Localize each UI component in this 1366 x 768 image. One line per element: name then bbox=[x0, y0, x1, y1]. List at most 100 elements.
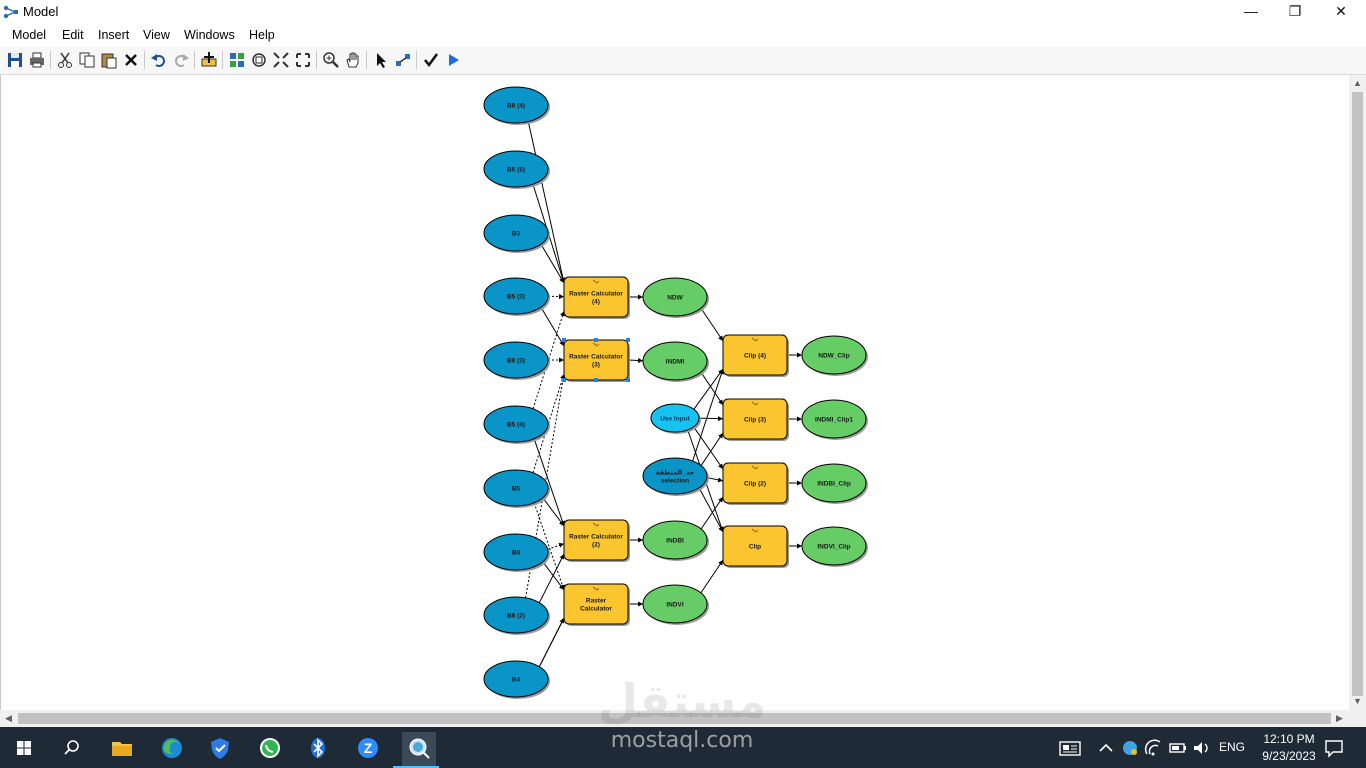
output-node-ndw[interactable]: NDW bbox=[642, 277, 709, 318]
menu-model[interactable]: Model bbox=[12, 28, 47, 42]
horizontal-scroll-thumb[interactable] bbox=[18, 713, 1331, 724]
cut-icon[interactable] bbox=[56, 51, 74, 69]
connector-selection-to-clip4[interactable] bbox=[692, 368, 724, 462]
output-node-ndw_clip[interactable]: NDW_Clip bbox=[801, 335, 868, 376]
input-node-b4[interactable]: B4 bbox=[483, 660, 550, 699]
clock-time[interactable]: 12:10 PM bbox=[1263, 732, 1315, 746]
redo-icon[interactable] bbox=[172, 51, 190, 69]
output-node-ndvi[interactable]: INDVI bbox=[642, 584, 709, 625]
input-node-b8_4[interactable]: B8 (4) bbox=[483, 86, 550, 125]
tool-node-rc2[interactable]: Raster Calculator(2) bbox=[563, 519, 630, 562]
delete-icon[interactable] bbox=[122, 51, 140, 69]
menu-windows[interactable]: Windows bbox=[184, 28, 235, 42]
connector-b8_4-to-rc4[interactable] bbox=[527, 121, 566, 284]
connector-b8-to-rc2[interactable] bbox=[547, 542, 565, 550]
input-node-b8_2[interactable]: B8 (2) bbox=[483, 596, 550, 635]
connector-ndmi-to-clip3[interactable] bbox=[700, 371, 724, 406]
connector-use_input-to-clip2[interactable] bbox=[693, 426, 724, 470]
selection-handle[interactable] bbox=[626, 378, 630, 382]
connect-icon[interactable] bbox=[394, 51, 412, 69]
connector-b5_3-to-rc3[interactable] bbox=[540, 306, 565, 347]
language-indicator[interactable]: ENG bbox=[1219, 740, 1246, 754]
output-node-ndmi_clip[interactable]: INDMI_Clip1 bbox=[801, 399, 868, 440]
battery-icon[interactable] bbox=[1164, 734, 1192, 762]
output-node-ndbi[interactable]: INDBI bbox=[642, 520, 709, 561]
output-node-ndmi[interactable]: INDMI bbox=[642, 341, 709, 382]
selection-handle[interactable] bbox=[594, 378, 598, 382]
menu-view[interactable]: View bbox=[143, 28, 170, 42]
bluetooth-icon[interactable] bbox=[304, 734, 332, 762]
save-icon[interactable] bbox=[6, 51, 24, 69]
tool-node-rc3[interactable]: Raster Calculator(3) bbox=[563, 339, 630, 382]
scroll-up-icon[interactable]: ▲ bbox=[1353, 78, 1362, 88]
menu-edit[interactable]: Edit bbox=[62, 28, 84, 42]
select-icon[interactable] bbox=[372, 51, 390, 69]
connector-use_input-to-clip4[interactable] bbox=[693, 368, 724, 410]
undo-icon[interactable] bbox=[150, 51, 168, 69]
scroll-down-icon[interactable]: ▼ bbox=[1353, 696, 1362, 706]
full-extent-icon[interactable] bbox=[250, 51, 268, 69]
scroll-left-icon[interactable]: ◀ bbox=[5, 713, 12, 723]
clock-date[interactable]: 9/23/2023 bbox=[1262, 749, 1316, 763]
notifications-icon[interactable] bbox=[1320, 734, 1348, 762]
vpn-shield-icon[interactable] bbox=[206, 734, 234, 762]
connector-b5_4-to-rc4[interactable] bbox=[532, 310, 565, 409]
output-node-ndbi_clip[interactable]: INDBI_Clip bbox=[801, 463, 868, 504]
scroll-right-icon[interactable]: ▶ bbox=[1336, 713, 1343, 723]
zoom-icon[interactable]: Z bbox=[354, 734, 382, 762]
selection-handle[interactable] bbox=[626, 338, 630, 342]
news-icon[interactable] bbox=[1056, 734, 1084, 762]
paste-icon[interactable] bbox=[100, 51, 118, 69]
output-node-ndvi_clip[interactable]: INDVI_Clip bbox=[801, 526, 868, 567]
auto-layout-icon[interactable] bbox=[228, 51, 246, 69]
chevron-up-icon[interactable] bbox=[1092, 734, 1120, 762]
fixed-zoom-out-icon[interactable] bbox=[294, 51, 312, 69]
start-icon[interactable] bbox=[10, 734, 38, 762]
print-icon[interactable] bbox=[28, 51, 46, 69]
connector-use_input-to-clip3[interactable] bbox=[698, 416, 724, 422]
input-node-b5_3[interactable]: B5 (3) bbox=[483, 277, 550, 316]
connector-b5-to-rc2[interactable] bbox=[542, 497, 565, 527]
file-explorer-icon[interactable] bbox=[108, 734, 136, 762]
fixed-zoom-in-icon[interactable] bbox=[272, 51, 290, 69]
connector-b8_2-to-rc2[interactable] bbox=[538, 553, 565, 603]
restore-button[interactable]: ❐ bbox=[1288, 3, 1302, 19]
connector-ndw-to-clip4[interactable] bbox=[700, 307, 724, 342]
input-node-b8_3[interactable]: B8 (3) bbox=[483, 341, 550, 380]
connector-b3-to-rc4[interactable] bbox=[540, 243, 565, 284]
connector-b5-to-rc[interactable] bbox=[533, 502, 565, 591]
run-icon[interactable] bbox=[444, 51, 462, 69]
selection-handle[interactable] bbox=[594, 338, 598, 342]
input-node-use_input[interactable]: Use Input bbox=[650, 403, 701, 434]
validate-icon[interactable] bbox=[422, 51, 440, 69]
tool-node-clip3[interactable]: Clip (3) bbox=[722, 398, 789, 441]
connector-selection-to-clip[interactable] bbox=[698, 487, 724, 533]
selection-handle[interactable] bbox=[562, 338, 566, 342]
vertical-scrollbar[interactable]: ▲ ▼ bbox=[1349, 75, 1366, 710]
zoom-in-icon[interactable] bbox=[322, 51, 340, 69]
connector-b4-to-rc[interactable] bbox=[538, 617, 565, 667]
add-data-icon[interactable] bbox=[200, 51, 218, 69]
tool-node-clip4[interactable]: Clip (4) bbox=[722, 334, 789, 377]
input-node-b8[interactable]: B8 bbox=[483, 533, 550, 572]
input-node-b3[interactable]: B3 bbox=[483, 214, 550, 253]
wifi-icon[interactable] bbox=[1140, 734, 1168, 762]
connector-selection-to-clip3[interactable] bbox=[700, 432, 724, 466]
menu-insert[interactable]: Insert bbox=[98, 28, 130, 42]
selection-handle[interactable] bbox=[562, 378, 566, 382]
minimize-button[interactable]: — bbox=[1244, 3, 1258, 19]
tool-node-clip2[interactable]: Clip (2) bbox=[722, 462, 789, 505]
connector-b5-to-rc3[interactable] bbox=[532, 373, 565, 473]
search-icon[interactable] bbox=[58, 734, 86, 762]
connector-selection-to-clip2[interactable] bbox=[706, 477, 724, 483]
connector-rc3-to-ndmi[interactable] bbox=[627, 358, 644, 364]
menu-help[interactable]: Help bbox=[249, 28, 275, 42]
connector-ndbi-to-clip2[interactable] bbox=[700, 496, 724, 530]
edge-icon[interactable] bbox=[158, 734, 186, 762]
network-globe-icon[interactable] bbox=[1116, 734, 1144, 762]
pan-icon[interactable] bbox=[344, 51, 362, 69]
